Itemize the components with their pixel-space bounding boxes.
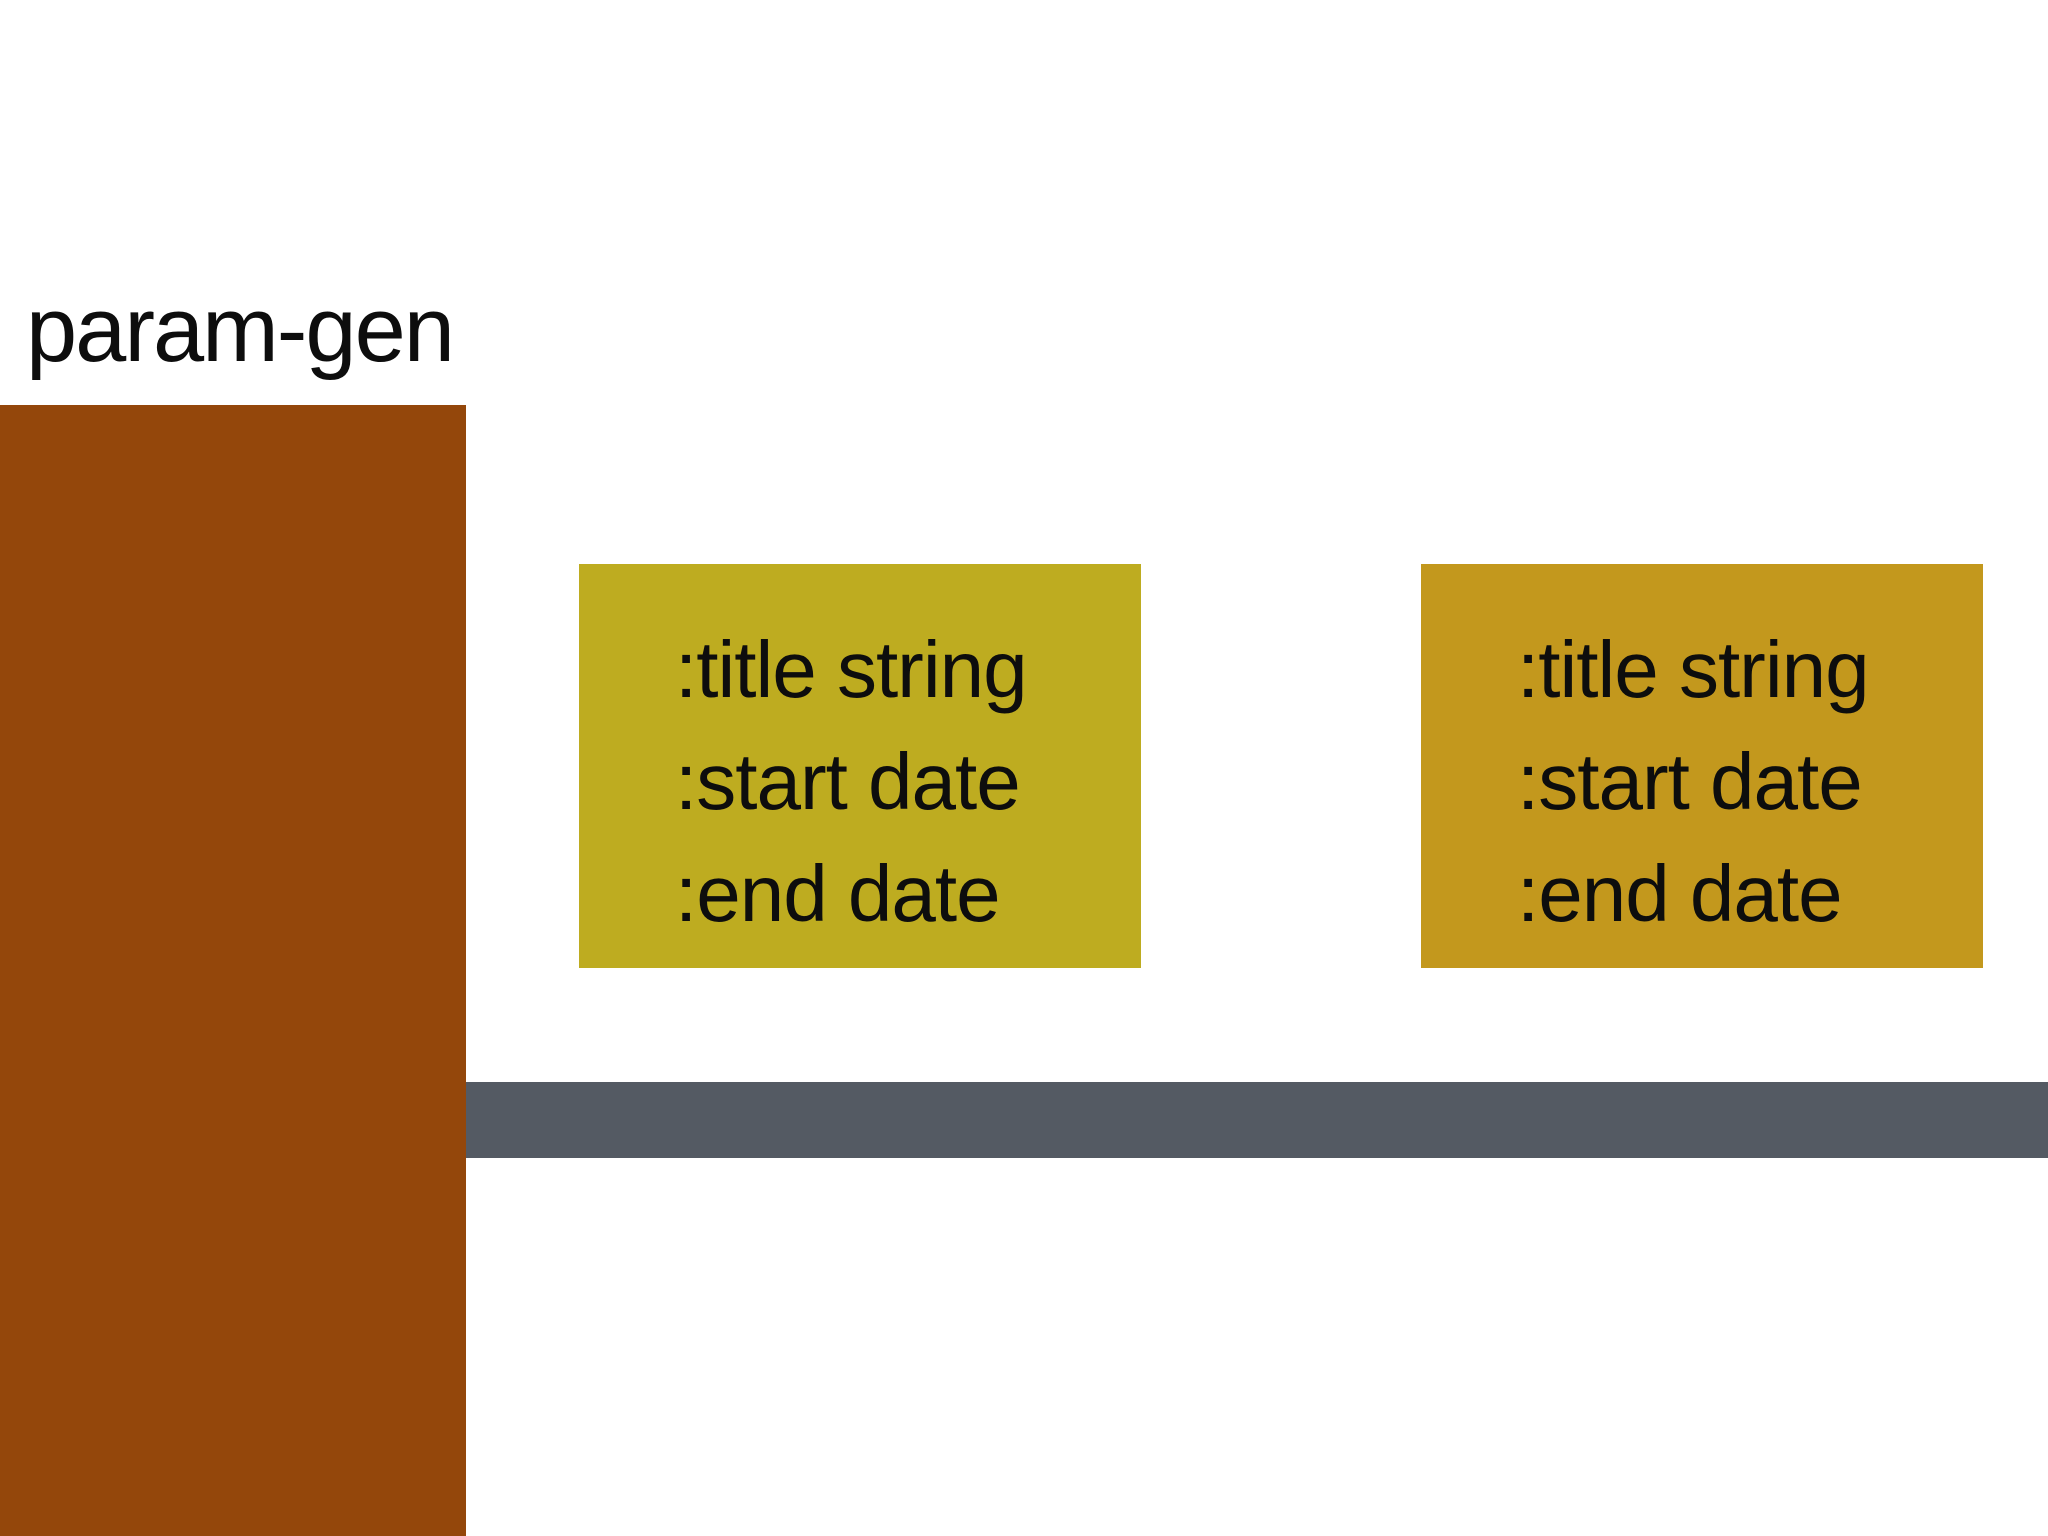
param-line-start-date: :start date [1517, 737, 1863, 826]
param-line-start-date: :start date [675, 737, 1021, 826]
param-box-left: :title string :start date :end date [579, 564, 1141, 968]
param-line-title: :title string [1517, 625, 1870, 714]
slide-title: param-gen [26, 279, 455, 381]
param-line-end-date: :end date [1517, 849, 1843, 938]
left-panel-rect [0, 405, 466, 1536]
param-line-title: :title string [675, 625, 1028, 714]
timeline-bar [466, 1082, 2048, 1158]
param-line-end-date: :end date [675, 849, 1001, 938]
param-box-right: :title string :start date :end date [1421, 564, 1983, 968]
